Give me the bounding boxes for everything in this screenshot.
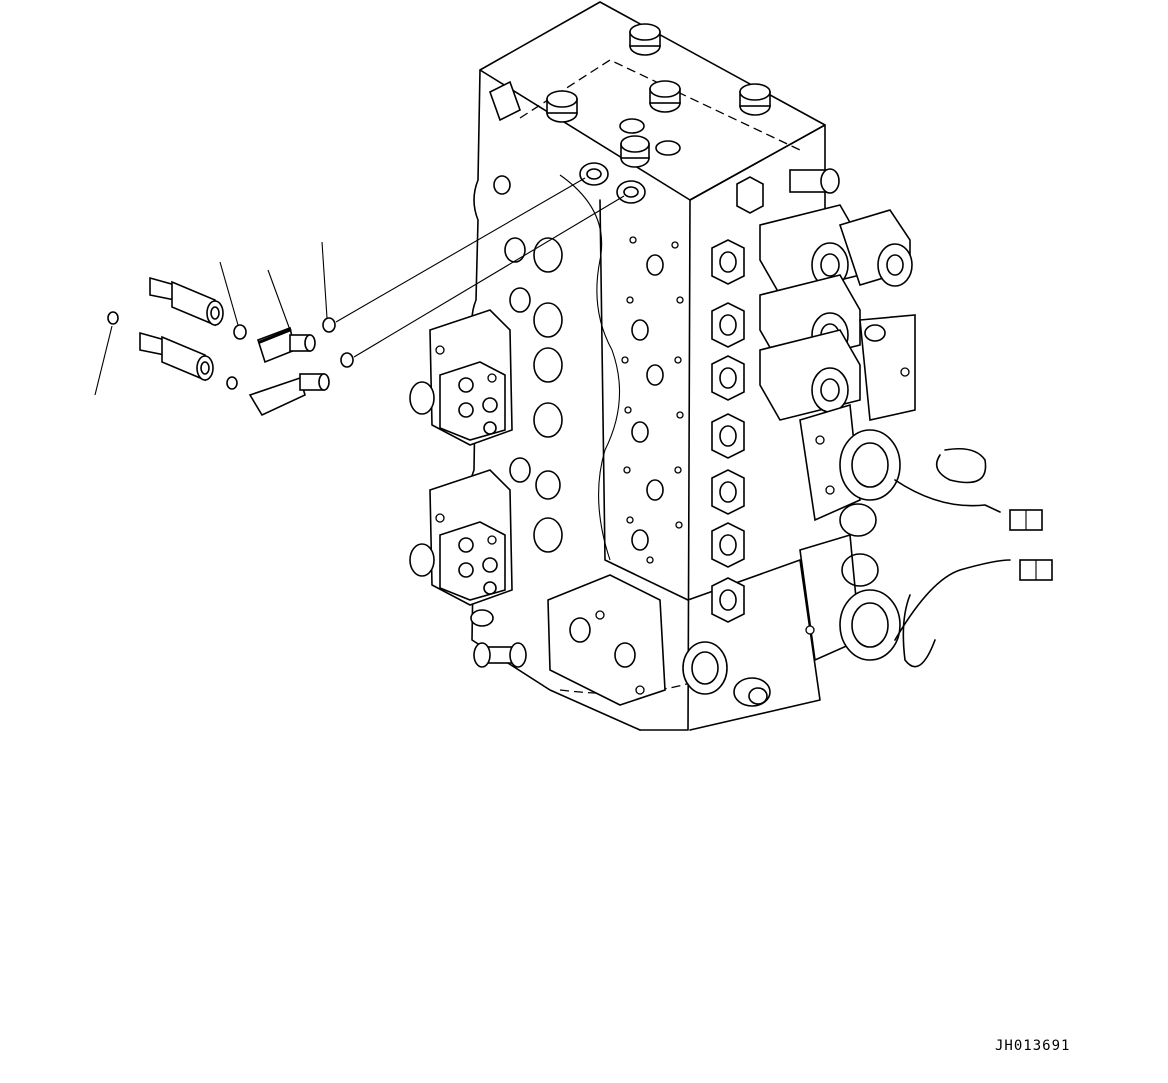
o-ring-2 [233, 324, 247, 340]
elbow-fitting [257, 326, 316, 364]
fitting-sleeve-lower [139, 331, 214, 382]
o-ring-4 [226, 376, 238, 390]
proportional-solenoid-upper [799, 403, 901, 537]
o-ring-1 [107, 311, 119, 325]
left-flange-upper [409, 309, 513, 446]
proportional-solenoid-lower [799, 533, 901, 662]
middle-column-holes [621, 236, 684, 564]
drawing-code-label: JH013691 [995, 1038, 1071, 1054]
elbow-fitting-lower [248, 373, 330, 417]
wire-harness [894, 447, 1053, 668]
left-flange-lower [409, 469, 513, 606]
solenoid-valves [759, 168, 916, 421]
assembly-lines [335, 177, 625, 358]
top-plug-bolts [489, 23, 771, 168]
exploded-fittings [107, 276, 354, 417]
fitting-sleeve-upper [149, 276, 224, 327]
lower-front-flange [470, 574, 771, 707]
o-ring-3 [322, 317, 336, 333]
left-face-ports [493, 162, 646, 553]
right-face-hex-plugs [711, 176, 764, 623]
o-ring-5 [340, 352, 354, 368]
leader-lines [94, 241, 328, 396]
